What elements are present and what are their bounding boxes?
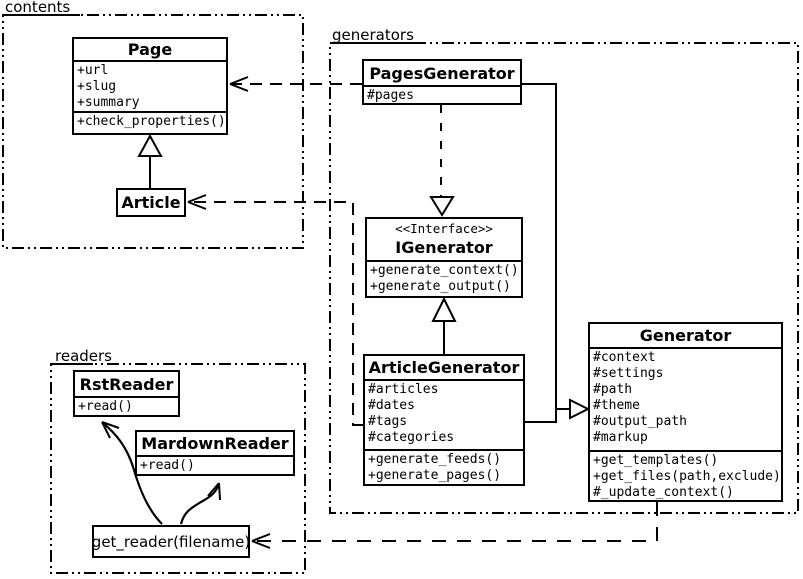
function-label: get_reader(filename) xyxy=(91,532,251,551)
class-methods: +generate_context()+generate_output() xyxy=(367,262,521,296)
class-method: +generate_pages() xyxy=(368,468,502,483)
class-method: +generate_output() xyxy=(370,279,511,294)
class-title: <<Interface>> IGenerator xyxy=(367,219,521,262)
generator-inheritance-triangle xyxy=(569,398,591,420)
class-box-page: Page+url+slug+summary+check_properties() xyxy=(72,37,228,135)
class-name: Generator xyxy=(639,326,732,345)
class-box-article_generator: ArticleGenerator #articles#dates#tags#cat… xyxy=(363,354,525,486)
class-methods: +check_properties() xyxy=(74,113,226,133)
class-method: +check_properties() xyxy=(77,114,226,129)
generalization-articlegenerator-to-generator xyxy=(525,409,557,423)
class-method: +generate_feeds() xyxy=(368,452,502,467)
class-attribute: #tags xyxy=(368,414,408,429)
class-stereotype: <<Interface>> xyxy=(395,221,493,236)
package-label-readers: readers xyxy=(55,347,112,365)
class-attribute: #theme xyxy=(593,398,640,413)
class-box-article: Article xyxy=(116,188,186,217)
class-method: +generate_context() xyxy=(370,263,519,278)
class-method: +get_templates() xyxy=(593,453,719,468)
class-attribute: +url xyxy=(77,63,109,78)
class-name: ArticleGenerator xyxy=(368,358,520,377)
package-border-readers xyxy=(50,363,306,574)
class-methods: +read() xyxy=(137,457,293,474)
class-method: #_update_context() xyxy=(593,485,734,500)
package-border-generators xyxy=(329,42,799,514)
class-box-rst_reader: RstReader +read() xyxy=(73,370,180,417)
class-method: +read() xyxy=(140,458,195,473)
package-label-generators: generators xyxy=(332,26,414,44)
class-attribute: #path xyxy=(593,382,633,397)
package-border-contents xyxy=(2,14,304,249)
generalization-pagesgenerator-to-generator xyxy=(522,83,570,410)
class-name: MardownReader xyxy=(141,434,289,453)
call-arrow-get-reader-to-rstreader xyxy=(101,421,163,525)
class-attribute: #context xyxy=(593,350,656,365)
class-methods: +get_templates()+get_files(path,exclude)… xyxy=(590,452,781,500)
class-box-generator: Generator #context#settings#path#theme#ou… xyxy=(588,322,783,502)
realization-pagesgenerator-to-igenerator xyxy=(429,105,455,217)
class-attribute: #pages xyxy=(367,88,414,103)
class-title: Article xyxy=(118,190,184,215)
class-attribute: #categories xyxy=(368,430,455,445)
class-name: RstReader xyxy=(79,374,174,394)
class-methods: +generate_feeds()+generate_pages() xyxy=(365,451,523,484)
class-attribute: +summary xyxy=(77,95,140,110)
class-attributes: +url+slug+summary xyxy=(74,62,226,113)
call-arrow-get-reader-to-mardownreader xyxy=(179,482,221,525)
class-attributes: #articles#dates#tags#categories xyxy=(365,381,523,451)
dependency-generator-to-get-reader xyxy=(251,502,658,549)
class-name: IGenerator xyxy=(395,238,493,257)
class-name: Page xyxy=(127,40,173,59)
class-title: RstReader xyxy=(75,372,178,398)
generalization-articlegenerator-to-igenerator xyxy=(431,296,457,356)
class-attributes: #pages xyxy=(364,87,520,103)
class-title: ArticleGenerator xyxy=(365,356,523,381)
class-name: Article xyxy=(121,193,181,212)
package-label-contents: contents xyxy=(5,0,71,16)
class-methods: +read() xyxy=(75,398,178,415)
class-title: PagesGenerator xyxy=(364,61,520,87)
class-method: +get_files(path,exclude) xyxy=(593,469,781,484)
class-method: +read() xyxy=(78,399,133,414)
generalization-article-to-page xyxy=(137,133,163,190)
class-attribute: #markup xyxy=(593,430,648,445)
dependency-pagesgenerator-to-page xyxy=(229,76,362,92)
class-attributes: #context#settings#path#theme#output_path… xyxy=(590,349,781,452)
class-title: Generator xyxy=(590,324,781,349)
class-title: Page xyxy=(74,39,226,62)
function-box-get_reader: get_reader(filename) xyxy=(92,525,250,558)
class-box-mardown_reader: MardownReader +read() xyxy=(135,430,295,476)
class-attribute: #dates xyxy=(368,398,415,413)
class-title: MardownReader xyxy=(137,432,293,457)
class-attribute: #output_path xyxy=(593,414,687,429)
dependency-articlegenerator-to-article xyxy=(187,194,363,426)
class-attribute: +slug xyxy=(77,79,117,94)
class-name: PagesGenerator xyxy=(369,63,515,83)
class-attribute: #articles xyxy=(368,382,439,397)
class-box-igenerator: <<Interface>> IGenerator +generate_context… xyxy=(365,217,523,298)
class-box-pages_generator: PagesGenerator #pages xyxy=(362,59,522,105)
class-attribute: #settings xyxy=(593,366,664,381)
